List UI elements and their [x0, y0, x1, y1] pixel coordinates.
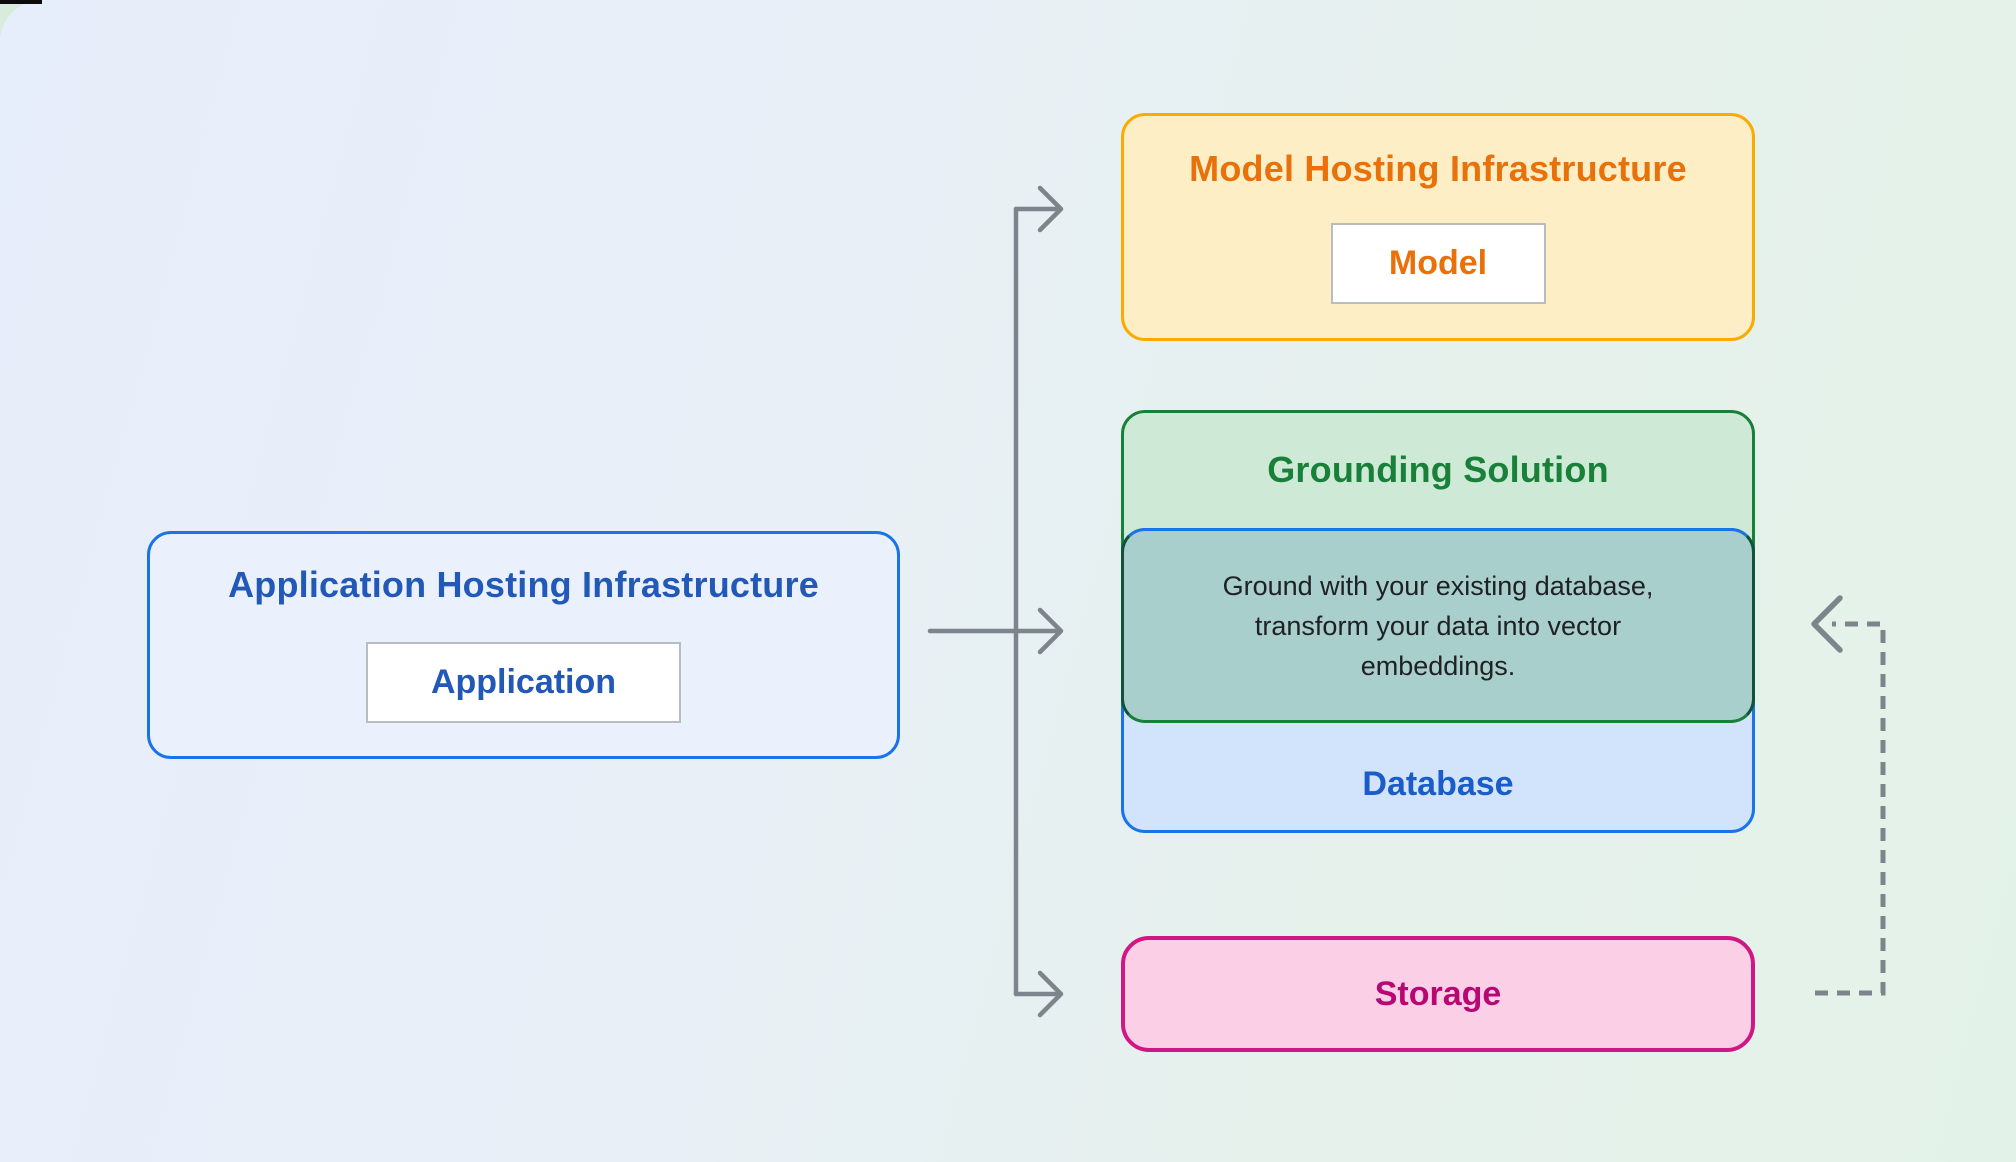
- application-hosting-title: Application Hosting Infrastructure: [228, 564, 819, 605]
- corner-black-bar: [0, 0, 42, 4]
- storage-box: Storage: [1121, 936, 1755, 1052]
- model-chip: Model: [1330, 223, 1546, 304]
- arrow-head-bottom-icon: [1037, 970, 1064, 1018]
- model-hosting-title: Model Hosting Infrastructure: [1189, 148, 1687, 189]
- arrow-head-top-icon: [1037, 185, 1064, 233]
- dashed-feedback-line: [1815, 621, 1886, 996]
- grounding-description: Ground with your existing database, tran…: [1222, 570, 1654, 681]
- application-chip: Application: [366, 642, 681, 723]
- database-label: Database: [1362, 765, 1514, 803]
- application-chip-label: Application: [430, 663, 617, 701]
- application-hosting-box: Application Hosting Infrastructure Appli…: [147, 531, 900, 759]
- storage-label: Storage: [1374, 974, 1502, 1013]
- grounding-solution-title: Grounding Solution: [1267, 449, 1609, 490]
- grounding-database-overlap: Ground with your existing database, tran…: [1121, 528, 1755, 723]
- model-hosting-box: Model Hosting Infrastructure Model: [1121, 113, 1755, 341]
- model-chip-label: Model: [1388, 244, 1488, 282]
- dashed-arrow-head-icon: [1811, 595, 1843, 653]
- arrow-head-middle-icon: [1037, 607, 1064, 655]
